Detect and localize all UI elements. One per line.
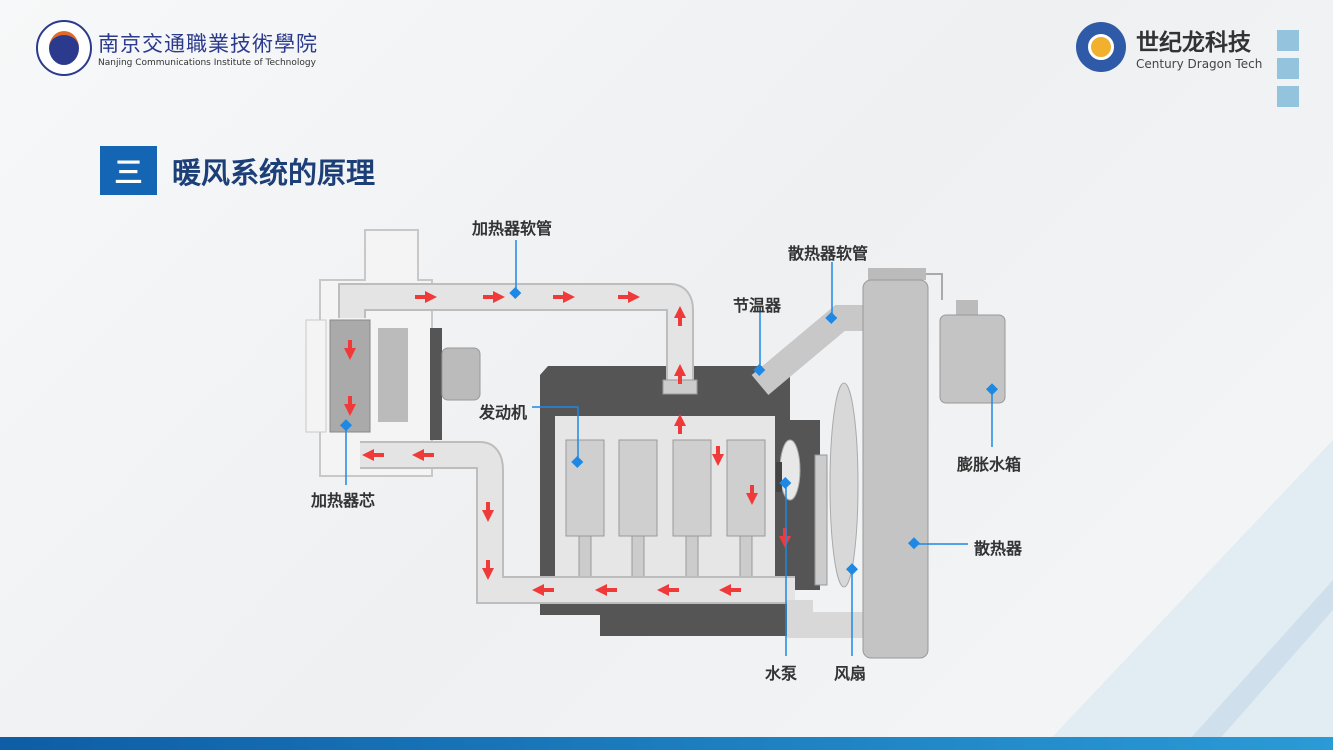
school-name-en: Nanjing Communications Institute of Tech… <box>98 58 316 68</box>
section-number: 三 <box>100 146 157 195</box>
decor-stripe <box>1180 580 1333 750</box>
decor-stripe <box>1040 440 1333 750</box>
school-seal-icon <box>36 20 92 76</box>
label-expansion-tank: 膨胀水箱 <box>957 455 1022 474</box>
decor-square <box>1277 58 1299 79</box>
company-logo: 世纪龙科技 Century Dragon Tech <box>1076 22 1262 72</box>
label-radiator: 散热器 <box>974 539 1023 558</box>
label-fan: 风扇 <box>834 664 867 683</box>
flow-arrows <box>344 291 791 596</box>
water-pump <box>779 439 801 501</box>
page-title: 暖风系统的原理 <box>172 156 376 190</box>
expansion-tank-cap <box>956 300 978 315</box>
school-name-cn: 南京交通職業技術學院 <box>98 32 318 56</box>
company-name-en: Century Dragon Tech <box>1136 57 1263 71</box>
footer-bar <box>0 737 1333 750</box>
decor-square <box>1277 86 1299 107</box>
radiator-hose <box>751 305 866 395</box>
fan <box>829 382 859 588</box>
label-engine: 发动机 <box>479 403 528 422</box>
label-radiator-hose: 散热器软管 <box>788 244 869 263</box>
company-name-cn: 世纪龙科技 <box>1136 30 1251 56</box>
expansion-tank <box>939 314 1006 404</box>
heater-housing-side <box>305 319 327 433</box>
label-thermostat: 节温器 <box>733 296 782 315</box>
label-water-pump: 水泵 <box>765 664 798 683</box>
blower-plate <box>430 328 442 440</box>
label-pointers <box>339 240 999 656</box>
label-heater-core: 加热器芯 <box>311 491 376 510</box>
radiator <box>862 279 929 659</box>
decor-square <box>1277 30 1299 51</box>
school-logo: 南京交通職業技術學院 Nanjing Communications Instit… <box>36 20 318 76</box>
fan-pulley <box>814 454 828 586</box>
blower-motor <box>441 347 481 401</box>
dragon-logo-icon <box>1076 22 1126 72</box>
blower-housing <box>378 328 408 422</box>
lower-radiator-hose <box>787 600 866 638</box>
radiator-cap <box>868 268 926 280</box>
label-heater-hose: 加热器软管 <box>472 219 553 238</box>
